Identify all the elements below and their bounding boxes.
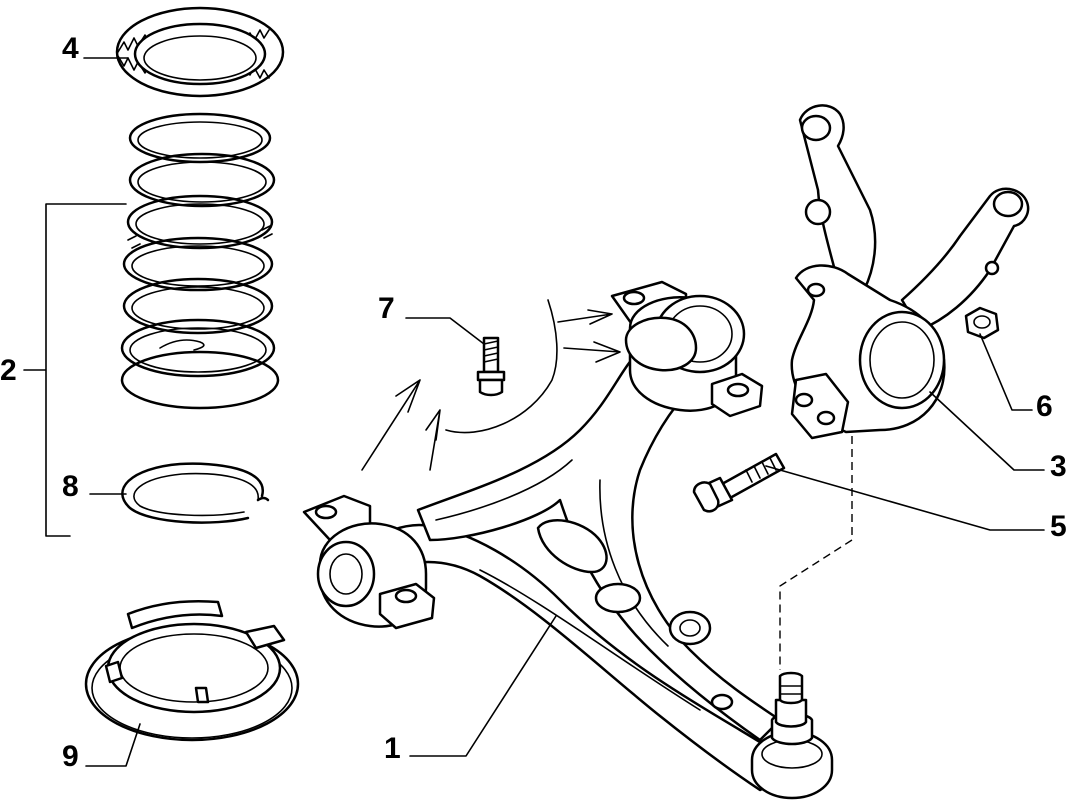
assembly-line (779, 436, 853, 670)
torque-symbols (361, 299, 621, 471)
coil-spring (120, 112, 280, 410)
split-ring (121, 462, 270, 524)
upper-spring-seat (115, 6, 285, 98)
lower-spring-seat (84, 599, 300, 742)
callout-4: 4 (62, 32, 79, 65)
callout-9: 9 (62, 740, 79, 773)
callout-6: 6 (1036, 390, 1053, 423)
long-bolt (692, 452, 786, 513)
callout-8: 8 (62, 470, 79, 503)
lower-control-arm (302, 280, 834, 800)
callout-2: 2 (0, 354, 17, 387)
small-bolt (476, 336, 506, 397)
steering-knuckle (790, 104, 1030, 440)
callout-7: 7 (378, 292, 395, 325)
callout-1: 1 (384, 732, 401, 765)
callout-5: 5 (1050, 510, 1067, 543)
callout-labels: 4 2 8 9 7 1 6 3 5 (0, 32, 1067, 773)
nut (964, 306, 1000, 340)
leader-lines (23, 57, 1045, 767)
callout-3: 3 (1050, 450, 1067, 483)
